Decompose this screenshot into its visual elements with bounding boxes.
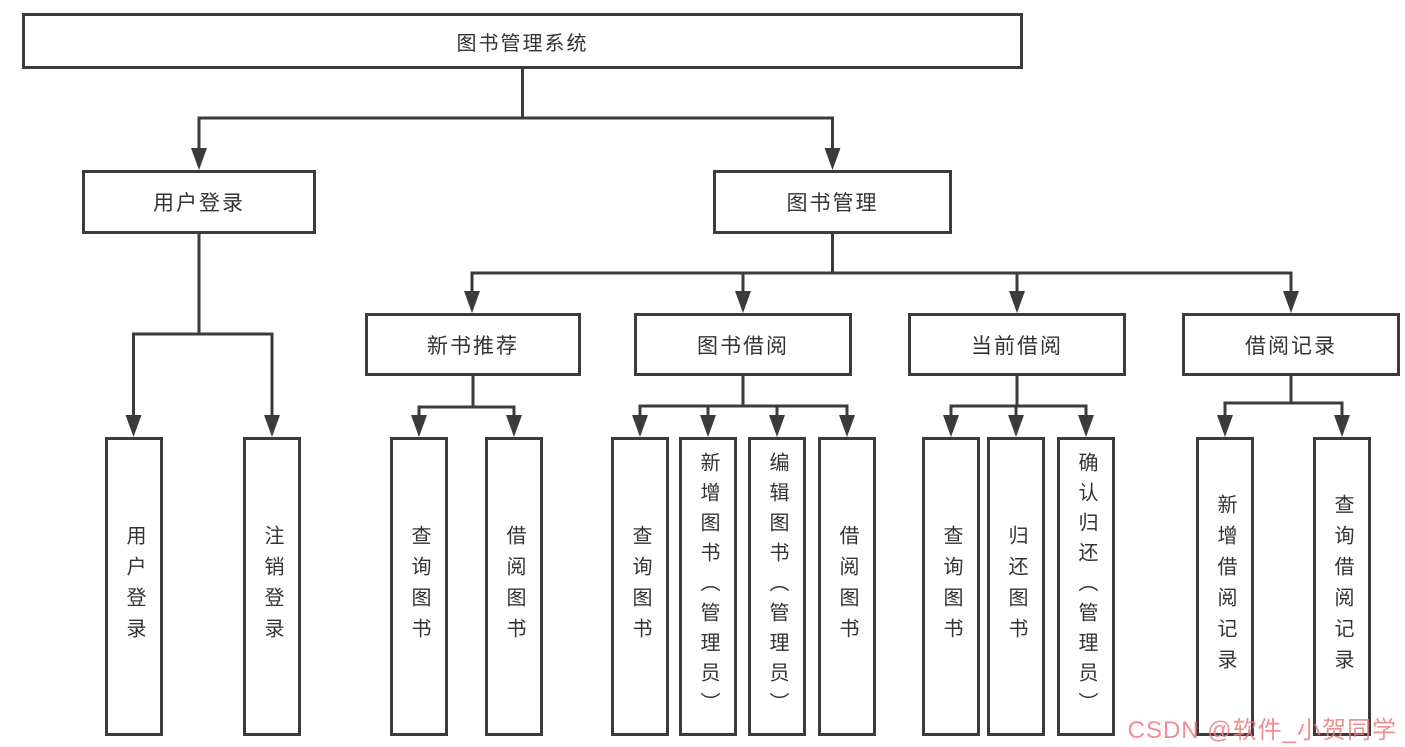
csdn-watermark: CSDN @软件_小贺同学 <box>1127 717 1397 744</box>
leaf-borrow-books-label: 借阅图书 <box>836 524 858 649</box>
leaf-query-borrow-record-label: 查询借阅记录 <box>1331 493 1353 680</box>
leaf-logout: 注销登录 <box>243 437 301 736</box>
node-new-book-recommend-label: 新书推荐 <box>427 334 519 358</box>
leaf-borrow-books-recommend: 借阅图书 <box>485 437 543 736</box>
leaf-add-borrow-record-label: 新增借阅记录 <box>1214 493 1236 680</box>
leaf-query-books-current: 查询图书 <box>922 437 980 736</box>
leaf-query-books-recommend: 查询图书 <box>390 437 448 736</box>
arrowhead-icons <box>125 148 1350 437</box>
node-borrow-records: 借阅记录 <box>1182 313 1400 376</box>
leaf-borrow-books-recommend-label: 借阅图书 <box>503 524 525 649</box>
leaf-return-books-label: 归还图书 <box>1005 524 1027 649</box>
node-current-borrow-label: 当前借阅 <box>971 334 1063 358</box>
leaf-borrow-books: 借阅图书 <box>818 437 876 736</box>
node-book-management-label: 图书管理 <box>786 192 879 215</box>
leaf-return-books: 归还图书 <box>987 437 1045 736</box>
leaf-add-books-admin-label: 新增图书（管理员） <box>697 451 719 722</box>
leaf-confirm-return-admin-label: 确认归还（管理员） <box>1075 451 1097 722</box>
leaf-query-books-current-label: 查询图书 <box>940 524 962 649</box>
node-root-label: 图书管理系统 <box>456 32 589 55</box>
node-root-system: 图书管理系统 <box>22 13 1023 69</box>
node-borrow-records-label: 借阅记录 <box>1245 334 1337 358</box>
node-book-borrow: 图书借阅 <box>634 313 852 376</box>
node-new-book-recommend: 新书推荐 <box>365 313 581 376</box>
leaf-query-books-borrow-label: 查询图书 <box>629 524 651 649</box>
node-current-borrow: 当前借阅 <box>908 313 1126 376</box>
node-book-borrow-label: 图书借阅 <box>697 334 789 358</box>
leaf-add-borrow-record: 新增借阅记录 <box>1196 437 1254 736</box>
leaf-query-books-borrow: 查询图书 <box>611 437 669 736</box>
leaf-confirm-return-admin: 确认归还（管理员） <box>1057 437 1115 736</box>
leaf-logout-label: 注销登录 <box>261 524 283 649</box>
leaf-query-borrow-record: 查询借阅记录 <box>1313 437 1371 736</box>
node-user-login: 用户登录 <box>82 170 316 234</box>
leaf-edit-books-admin: 编辑图书（管理员） <box>748 437 806 736</box>
leaf-edit-books-admin-label: 编辑图书（管理员） <box>766 451 788 722</box>
node-book-management: 图书管理 <box>713 170 952 234</box>
leaf-query-books-recommend-label: 查询图书 <box>408 524 430 649</box>
leaf-user-login-label: 用户登录 <box>123 524 145 649</box>
leaf-add-books-admin: 新增图书（管理员） <box>679 437 737 736</box>
node-user-login-label: 用户登录 <box>153 192 245 215</box>
leaf-user-login: 用户登录 <box>105 437 163 736</box>
